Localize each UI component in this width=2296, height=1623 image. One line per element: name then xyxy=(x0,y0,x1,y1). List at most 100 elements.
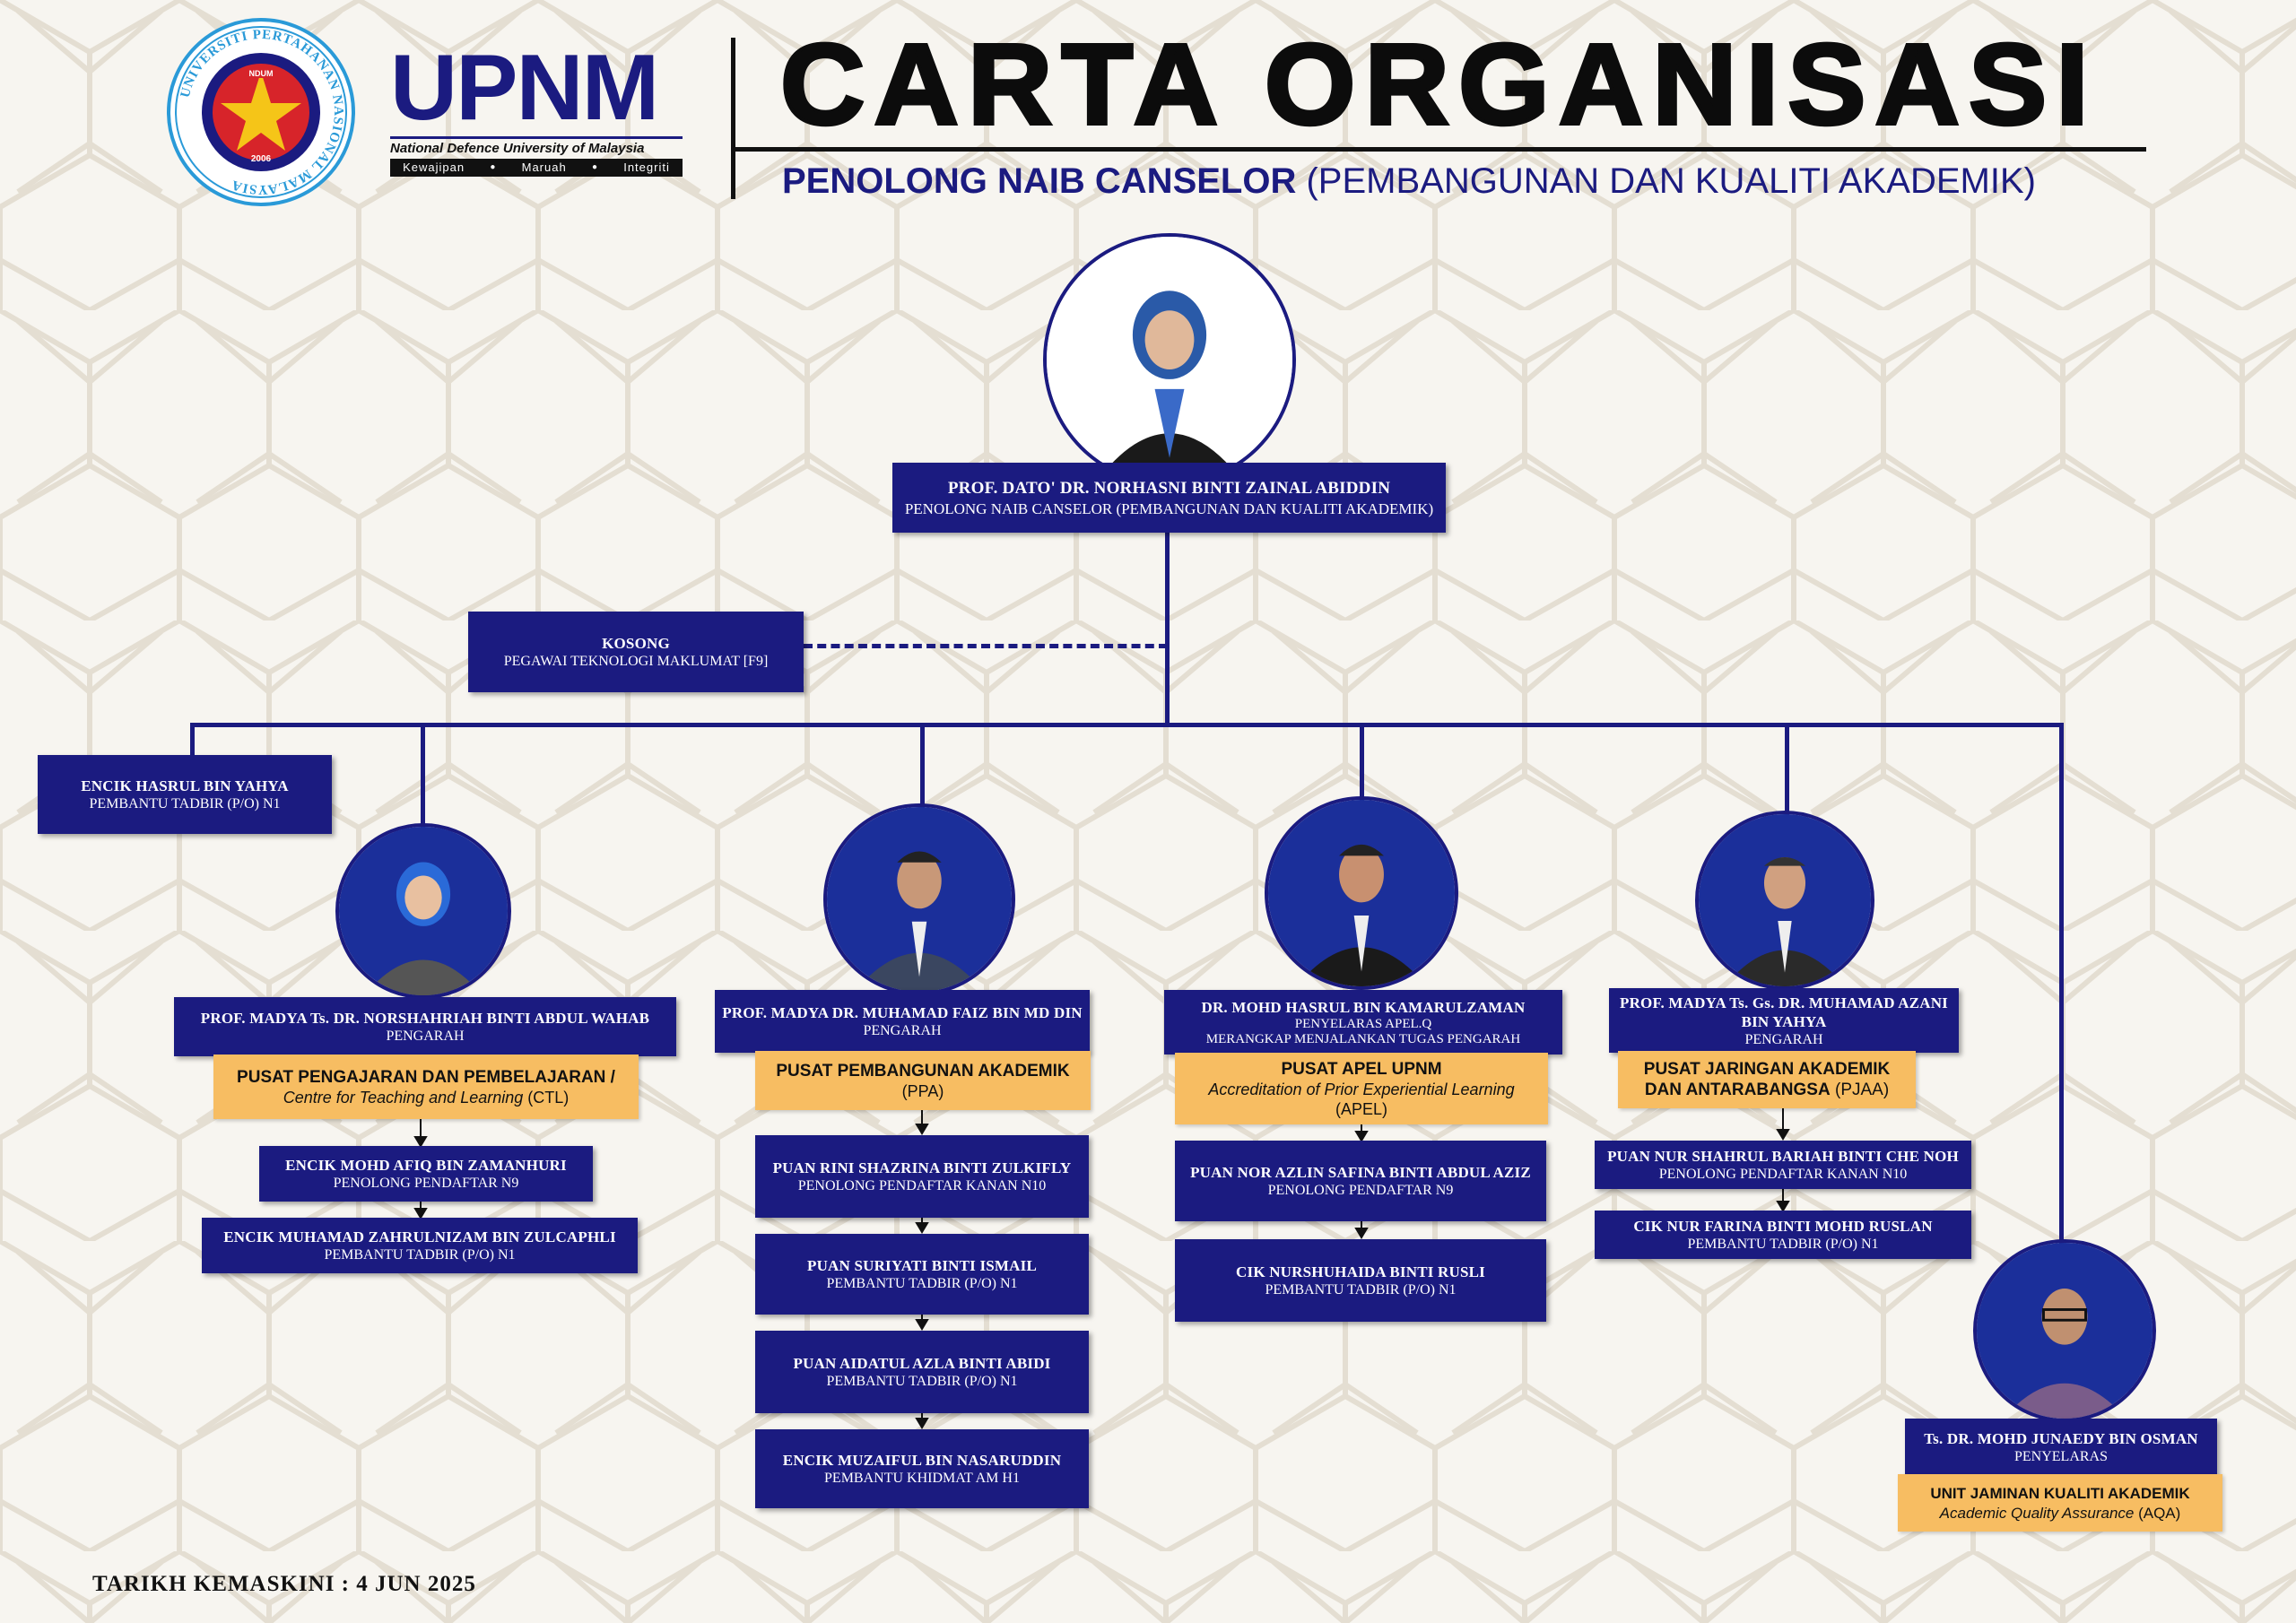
vacant-box: KOSONG PEGAWAI TEKNOLOGI MAKLUMAT [F9] xyxy=(468,612,804,692)
ctl-staff-1: ENCIK MOHD AFIQ BIN ZAMANHURI PENOLONG P… xyxy=(259,1146,593,1202)
ppa-head-name: PROF. MADYA DR. MUHAMAD FAIZ BIN MD DIN xyxy=(722,1004,1083,1021)
vacant-name: KOSONG xyxy=(602,635,670,652)
pjaa-unit-name: PUSAT JARINGAN AKADEMIK DAN ANTARABANGSA… xyxy=(1623,1059,1910,1100)
aqa-unit-name: UNIT JAMINAN KUALITI AKADEMIK xyxy=(1930,1484,2190,1502)
ctl-head-box: PROF. MADYA Ts. DR. NORSHAHRIAH BINTI AB… xyxy=(174,997,676,1056)
logo-tagline: National Defence University of Malaysia xyxy=(390,141,645,156)
head-photo xyxy=(1043,233,1296,486)
pjaa-staff-2-title: PEMBANTU TADBIR (P/O) N1 xyxy=(1687,1237,1879,1252)
apel-unit-abbr: (APEL) xyxy=(1335,1099,1388,1118)
ppa-staff-1: PUAN RINI SHAZRINA BINTI ZULKIFLY PENOLO… xyxy=(755,1135,1089,1218)
subtitle-bold: PENOLONG NAIB CANSELOR xyxy=(782,161,1297,201)
ctl-unit-name: PUSAT PENGAJARAN DAN PEMBELAJARAN / xyxy=(237,1067,615,1087)
ppa-staff-4: ENCIK MUZAIFUL BIN NASARUDDIN PEMBANTU K… xyxy=(755,1429,1089,1508)
last-updated: TARIKH KEMASKINI : 4 JUN 2025 xyxy=(92,1572,476,1596)
aqa-unit-box: UNIT JAMINAN KUALITI AKADEMIK Academic Q… xyxy=(1898,1474,2222,1532)
pjaa-unit-abbr: (PJAA) xyxy=(1830,1081,1890,1099)
pjaa-unit-box: PUSAT JARINGAN AKADEMIK DAN ANTARABANGSA… xyxy=(1618,1051,1916,1108)
ppa-unit-box: PUSAT PEMBANGUNAN AKADEMIK (PPA) xyxy=(755,1051,1091,1110)
logo-motto: Kewajipan ● Maruah ● Integriti xyxy=(390,159,683,177)
head-title: PENOLONG NAIB CANSELOR (PEMBANGUNAN DAN … xyxy=(904,499,1434,517)
upnm-logo: UPNM National Defence University of Mala… xyxy=(390,36,686,187)
page-title: CARTA ORGANISASI xyxy=(778,21,2098,149)
ppa-head-box: PROF. MADYA DR. MUHAMAD FAIZ BIN MD DIN … xyxy=(715,990,1090,1053)
apel-staff-1-name: PUAN NOR AZLIN SAFINA BINTI ABDUL AZIZ xyxy=(1190,1164,1531,1181)
ppa-head-photo xyxy=(823,803,1015,995)
pjaa-unit-name-text: PUSAT JARINGAN AKADEMIK DAN ANTARABANGSA xyxy=(1643,1060,1891,1099)
ctl-staff-1-name: ENCIK MOHD AFIQ BIN ZAMANHURI xyxy=(285,1157,567,1174)
connector-admin xyxy=(190,723,195,757)
pjaa-staff-2-name: CIK NUR FARINA BINTI MOHD RUSLAN xyxy=(1633,1218,1933,1235)
apel-head-title2: MERANGKAP MENJALANKAN TUGAS PENGARAH xyxy=(1205,1031,1521,1046)
apel-staff-1-title: PENOLONG PENDAFTAR N9 xyxy=(1267,1183,1454,1198)
seal-inner-top: NDUM xyxy=(249,69,274,78)
apel-unit-box: PUSAT APEL UPNM Accreditation of Prior E… xyxy=(1175,1053,1548,1124)
ppa-head-title: PENGARAH xyxy=(863,1023,942,1038)
head-name: PROF. DATO' DR. NORHASNI BINTI ZAINAL AB… xyxy=(947,478,1391,498)
pjaa-staff-1: PUAN NUR SHAHRUL BARIAH BINTI CHE NOH PE… xyxy=(1595,1141,1971,1189)
ctl-head-title: PENGARAH xyxy=(386,1028,465,1044)
motto-3: Integriti xyxy=(623,161,670,174)
aqa-head-photo xyxy=(1973,1239,2156,1422)
apel-unit-name: PUSAT APEL UPNM xyxy=(1281,1059,1442,1079)
ppa-staff-4-name: ENCIK MUZAIFUL BIN NASARUDDIN xyxy=(782,1452,1062,1469)
head-box: PROF. DATO' DR. NORHASNI BINTI ZAINAL AB… xyxy=(892,463,1446,533)
ctl-head-name: PROF. MADYA Ts. DR. NORSHAHRIAH BINTI AB… xyxy=(200,1010,650,1027)
ppa-unit-abbr: (PPA) xyxy=(901,1081,944,1100)
apel-staff-1: PUAN NOR AZLIN SAFINA BINTI ABDUL AZIZ P… xyxy=(1175,1141,1546,1221)
logo-brand: UPNM xyxy=(390,36,659,140)
ppa-staff-3-name: PUAN AIDATUL AZLA BINTI ABIDI xyxy=(793,1355,1051,1372)
pjaa-staff-1-title: PENOLONG PENDAFTAR KANAN N10 xyxy=(1658,1167,1908,1182)
connector-pjaa xyxy=(1785,723,1789,821)
ctl-staff-1-title: PENOLONG PENDAFTAR N9 xyxy=(333,1176,519,1191)
ctl-head-photo xyxy=(335,823,511,999)
ppa-unit-name: PUSAT PEMBANGUNAN AKADEMIK xyxy=(776,1061,1070,1081)
header-divider-vertical xyxy=(731,38,735,199)
page-subtitle: PENOLONG NAIB CANSELOR (PEMBANGUNAN DAN … xyxy=(782,161,2036,201)
motto-2: Maruah xyxy=(521,161,567,174)
admin-box: ENCIK HASRUL BIN YAHYA PEMBANTU TADBIR (… xyxy=(38,755,332,834)
apel-staff-2-name: CIK NURSHUHAIDA BINTI RUSLI xyxy=(1236,1263,1485,1280)
pjaa-head-box: PROF. MADYA Ts. Gs. DR. MUHAMAD AZANI BI… xyxy=(1609,988,1959,1053)
ppa-staff-3: PUAN AIDATUL AZLA BINTI ABIDI PEMBANTU T… xyxy=(755,1331,1089,1413)
university-seal: UNIVERSITI PERTAHANAN NASIONAL MALAYSIA … xyxy=(167,18,355,206)
ctl-staff-2: ENCIK MUHAMAD ZAHRULNIZAM BIN ZULCAPHLI … xyxy=(202,1218,638,1273)
connector-head-down xyxy=(1165,531,1170,725)
ctl-unit-en: Centre for Teaching and Learning xyxy=(283,1088,524,1107)
title-underline xyxy=(731,147,2146,152)
ctl-unit-abbr: (CTL) xyxy=(523,1088,570,1107)
apel-staff-2: CIK NURSHUHAIDA BINTI RUSLI PEMBANTU TAD… xyxy=(1175,1239,1546,1322)
pjaa-head-name: PROF. MADYA Ts. Gs. DR. MUHAMAD AZANI BI… xyxy=(1619,994,1948,1030)
aqa-unit-en: Academic Quality Assurance xyxy=(1939,1504,2135,1522)
admin-name: ENCIK HASRUL BIN YAHYA xyxy=(81,777,289,794)
ppa-staff-3-title: PEMBANTU TADBIR (P/O) N1 xyxy=(826,1374,1018,1389)
connector-aqa xyxy=(2059,723,2064,1252)
ppa-staff-1-title: PENOLONG PENDAFTAR KANAN N10 xyxy=(797,1178,1047,1193)
connector-main-horizontal xyxy=(190,723,2064,727)
apel-head-photo xyxy=(1265,796,1458,990)
aqa-head-title: PENYELARAS xyxy=(2013,1449,2108,1464)
ppa-staff-2-name: PUAN SURIYATI BINTI ISMAIL xyxy=(806,1257,1037,1274)
connector-vacant-dashed xyxy=(804,644,1168,648)
aqa-head-box: Ts. DR. MOHD JUNAEDY BIN OSMAN PENYELARA… xyxy=(1905,1419,2217,1476)
pjaa-staff-2: CIK NUR FARINA BINTI MOHD RUSLAN PEMBANT… xyxy=(1595,1211,1971,1259)
apel-unit-en: Accreditation of Prior Experiential Lear… xyxy=(1208,1080,1515,1098)
pjaa-head-title: PENGARAH xyxy=(1744,1031,1823,1047)
apel-head-title: PENYELARAS APEL.Q xyxy=(1294,1016,1432,1031)
ctl-staff-2-name: ENCIK MUHAMAD ZAHRULNIZAM BIN ZULCAPHLI xyxy=(223,1228,616,1245)
ctl-unit-box: PUSAT PENGAJARAN DAN PEMBELAJARAN / Cent… xyxy=(213,1055,639,1119)
ppa-staff-2-title: PEMBANTU TADBIR (P/O) N1 xyxy=(826,1276,1018,1291)
pjaa-staff-1-name: PUAN NUR SHAHRUL BARIAH BINTI CHE NOH xyxy=(1607,1148,1959,1165)
pjaa-head-photo xyxy=(1695,811,1874,990)
aqa-head-name: Ts. DR. MOHD JUNAEDY BIN OSMAN xyxy=(1924,1430,2198,1447)
subtitle-rest: (PEMBANGUNAN DAN KUALITI AKADEMIK) xyxy=(1296,161,2036,201)
connector-ctl xyxy=(421,723,425,848)
connector-ppa xyxy=(920,723,925,809)
connector-apel xyxy=(1360,723,1364,809)
apel-head-name: DR. MOHD HASRUL BIN KAMARULZAMAN xyxy=(1201,998,1526,1016)
seal-inner-year: 2006 xyxy=(251,154,272,164)
apel-head-box: DR. MOHD HASRUL BIN KAMARULZAMAN PENYELA… xyxy=(1164,990,1562,1055)
admin-title: PEMBANTU TADBIR (P/O) N1 xyxy=(89,796,281,812)
vacant-title: PEGAWAI TEKNOLOGI MAKLUMAT [F9] xyxy=(503,654,769,669)
